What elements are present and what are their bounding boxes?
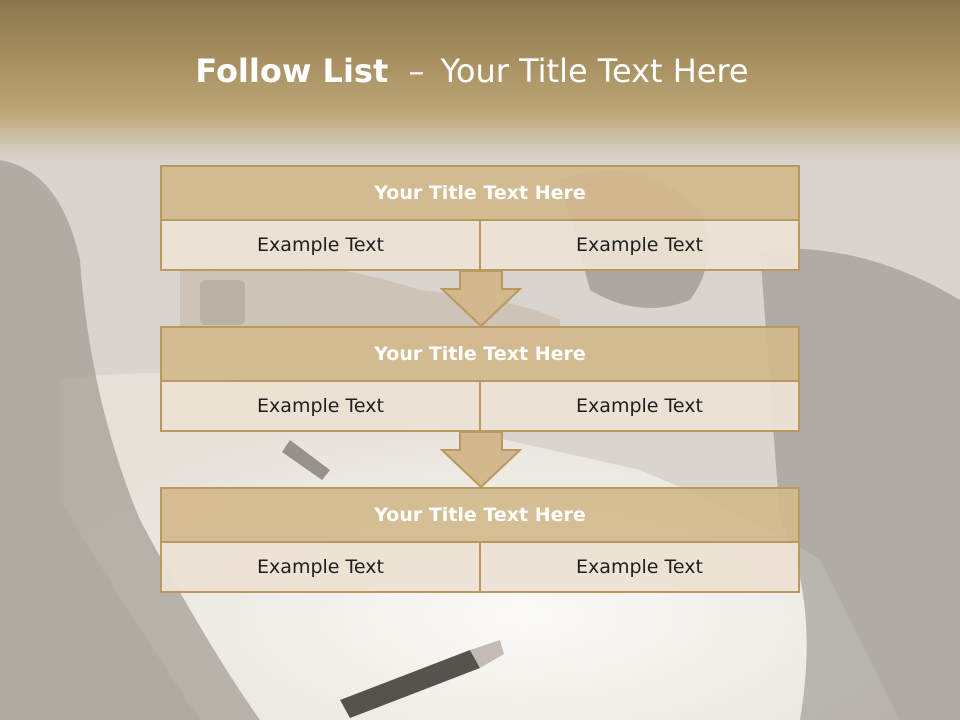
block-row: Example Text Example Text [160, 382, 800, 432]
block-title: Your Title Text Here [160, 487, 800, 543]
block-cell-left: Example Text [160, 221, 481, 271]
block-cell-left: Example Text [160, 543, 481, 593]
block-row: Example Text Example Text [160, 221, 800, 271]
block-title: Your Title Text Here [160, 165, 800, 221]
down-arrow-icon [440, 432, 522, 488]
title-rest-text: Your Title Text Here [440, 52, 749, 90]
page-title: Follow List – Your Title Text Here [0, 52, 944, 90]
block-cell-right: Example Text [479, 221, 800, 271]
block-cell-right: Example Text [479, 543, 800, 593]
block-title: Your Title Text Here [160, 326, 800, 382]
follow-block-1: Your Title Text Here Example Text Exampl… [160, 165, 800, 271]
header-band [0, 0, 960, 160]
follow-block-2: Your Title Text Here Example Text Exampl… [160, 326, 800, 432]
title-bold-text: Follow List [195, 52, 389, 90]
block-cell-right: Example Text [479, 382, 800, 432]
title-dash: – [408, 52, 425, 90]
down-arrow-icon [440, 271, 522, 327]
follow-block-3: Your Title Text Here Example Text Exampl… [160, 487, 800, 593]
block-cell-left: Example Text [160, 382, 481, 432]
block-row: Example Text Example Text [160, 543, 800, 593]
